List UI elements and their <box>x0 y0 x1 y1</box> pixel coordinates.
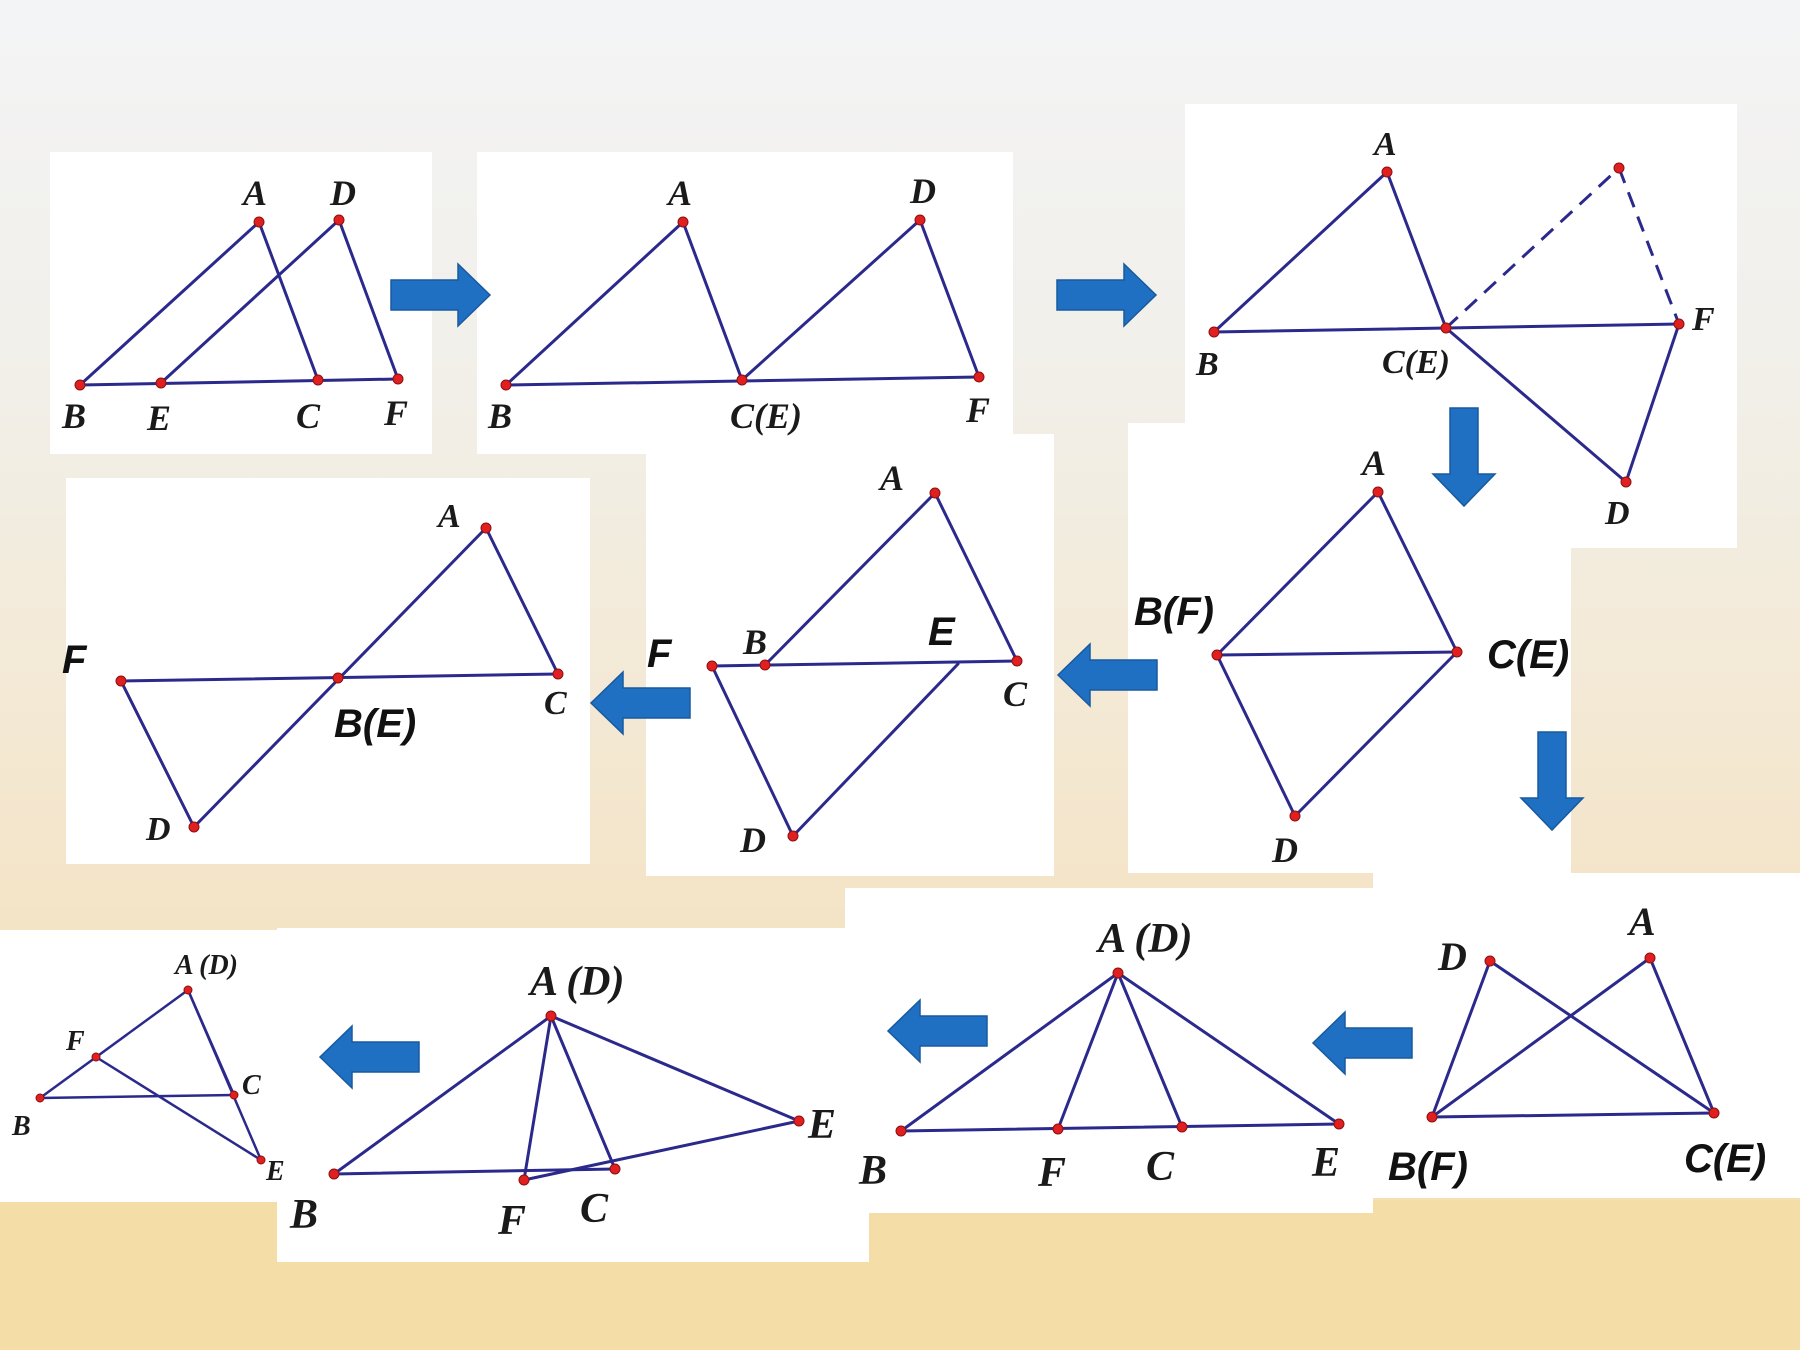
label-p7-CE: C(E) <box>1684 1137 1766 1181</box>
arrow-down-icon <box>1519 731 1585 832</box>
arrow-left-icon <box>318 1024 420 1090</box>
label-p9-F: F <box>497 1198 526 1244</box>
label-p3-CE: C(E) <box>1382 344 1450 381</box>
label-p4-D: D <box>1271 830 1298 870</box>
diagram-5: A B E F C D <box>647 458 1028 860</box>
arrow-right-icon <box>390 262 492 328</box>
panel-9 <box>277 928 869 1262</box>
label-p3-A: A <box>1372 126 1397 163</box>
label-p6-F: F <box>62 638 88 682</box>
label-p1-A: A <box>241 173 267 213</box>
panel-6 <box>66 478 590 864</box>
label-p4-CE: C(E) <box>1487 633 1569 677</box>
arrow-left-icon <box>886 998 988 1064</box>
panel-4 <box>1128 423 1571 873</box>
arrow-right-icon <box>1056 262 1158 328</box>
label-p5-A: A <box>878 458 904 498</box>
arrow-left-icon <box>1311 1010 1413 1076</box>
label-p3-B: B <box>1195 346 1219 383</box>
label-p8-F: F <box>1037 1150 1066 1196</box>
label-p6-BE: B(E) <box>334 702 416 746</box>
panel-2 <box>477 152 1013 454</box>
label-p9-C: C <box>580 1186 609 1232</box>
label-p1-F: F <box>383 393 408 433</box>
label-p9-AD: A (D) <box>527 959 625 1005</box>
label-p2-CE: C(E) <box>730 396 802 436</box>
label-p2-D: D <box>909 171 936 211</box>
label-p4-BF: B(F) <box>1134 590 1214 634</box>
label-p10-F: F <box>65 1026 85 1057</box>
label-p1-C: C <box>296 396 321 436</box>
arrow-down-icon <box>1431 407 1497 508</box>
label-p7-D: D <box>1437 934 1467 979</box>
label-p10-E: E <box>265 1156 285 1187</box>
diagram-9: A (D) B F C E <box>289 959 836 1244</box>
label-p10-B: B <box>11 1111 31 1142</box>
panel-10 <box>0 930 277 1202</box>
label-p9-E: E <box>807 1102 836 1148</box>
diagram-7: D A B(F) C(E) <box>1388 899 1766 1189</box>
panel-7 <box>1373 873 1800 1198</box>
label-p6-D: D <box>145 811 171 848</box>
label-p3-F: F <box>1691 301 1715 338</box>
label-p2-A: A <box>666 173 692 213</box>
label-p8-AD: A (D) <box>1095 916 1193 962</box>
label-p1-D: D <box>329 173 356 213</box>
label-p5-B: B <box>742 622 767 662</box>
label-p6-A: A <box>436 498 461 535</box>
diagram-4: A B(F) C(E) D <box>1134 443 1569 870</box>
label-p2-B: B <box>487 396 512 436</box>
label-p8-E: E <box>1311 1140 1340 1186</box>
label-p2-F: F <box>965 390 990 430</box>
diagram-10: A (D) F C B E <box>11 950 285 1187</box>
label-p10-AD: A (D) <box>173 950 238 981</box>
label-p9-B: B <box>289 1192 318 1238</box>
label-p3-D: D <box>1604 495 1630 532</box>
label-p7-BF: B(F) <box>1388 1145 1468 1189</box>
label-p5-E: E <box>928 610 956 654</box>
label-p5-D: D <box>739 820 766 860</box>
diagram-6: A F B(E) C D <box>62 498 567 848</box>
label-p7-A: A <box>1626 899 1656 944</box>
label-p1-B: B <box>61 396 86 436</box>
diagram-1: A D B E C F <box>61 173 408 438</box>
diagram-3: A B C(E) F D <box>1195 126 1715 532</box>
label-p6-C: C <box>544 685 567 722</box>
arrow-left-icon <box>1056 642 1158 708</box>
label-p1-E: E <box>146 398 171 438</box>
arrow-left-icon <box>589 670 691 736</box>
label-p4-A: A <box>1360 443 1386 483</box>
panel-8 <box>845 888 1373 1213</box>
label-p8-B: B <box>858 1148 887 1194</box>
label-p10-C: C <box>242 1070 261 1101</box>
diagram-8: A (D) B F C E <box>858 916 1345 1196</box>
label-p5-C: C <box>1003 674 1028 714</box>
diagram-2: A D B C(E) F <box>487 171 990 436</box>
label-p8-C: C <box>1146 1144 1175 1190</box>
panel-5 <box>646 434 1054 876</box>
label-p5-F: F <box>647 632 673 676</box>
